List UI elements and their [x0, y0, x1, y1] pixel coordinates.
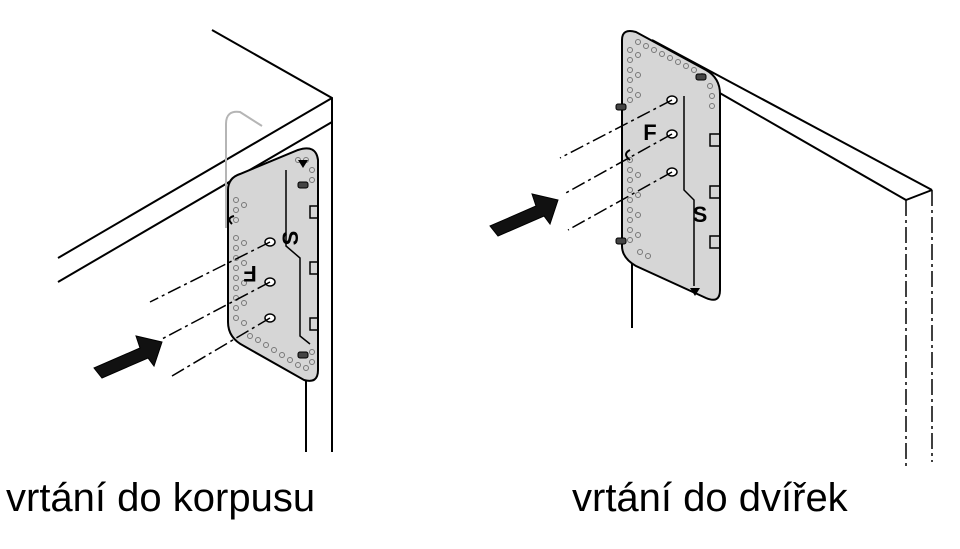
drilling-axis-lines-right — [559, 99, 673, 231]
jig-letter-s-right: S — [693, 202, 708, 227]
locating-pins-left — [297, 181, 309, 359]
jig-letter-f-right: F — [643, 120, 656, 145]
door-edge-dashed — [905, 190, 933, 470]
jig-letter-f-left: F — [243, 261, 256, 286]
caption-carcass-drilling: vrtání do korpusu — [6, 476, 316, 520]
drilling-jig-right: F S — [615, 30, 721, 301]
locating-pins-right — [615, 73, 707, 245]
arrow-right-icon — [93, 335, 163, 379]
cabinet-carcass — [57, 29, 333, 452]
drilling-jig-left: S F — [227, 147, 319, 382]
caption-door-drilling: vrtání do dvířek — [572, 476, 848, 520]
ghost-outline — [225, 110, 263, 228]
arrow-right-icon — [489, 193, 559, 237]
drilling-axis-lines-left — [149, 241, 271, 377]
jig-letter-s-left: S — [278, 231, 303, 246]
